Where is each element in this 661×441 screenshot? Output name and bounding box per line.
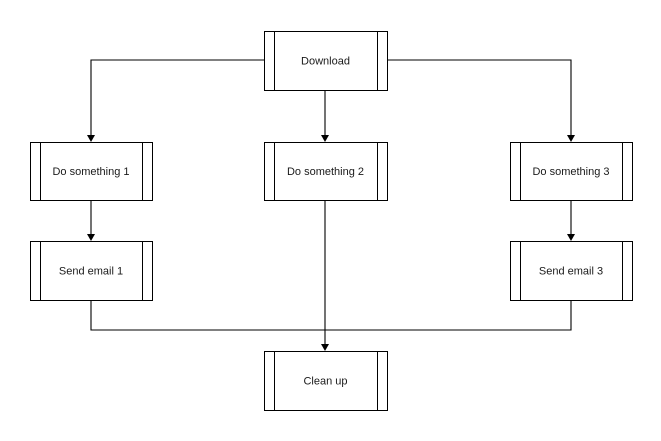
node-download[interactable]: Download <box>264 31 388 91</box>
edge-download-to-do-something-2 <box>321 90 329 142</box>
edge-download-to-do-something-1 <box>87 59 264 142</box>
node-outline <box>264 142 388 201</box>
edge-line <box>90 59 264 139</box>
node-outline <box>264 31 388 91</box>
node-outline <box>510 241 633 301</box>
node-label: Send email 1 <box>59 265 123 277</box>
node-clean-up[interactable]: Clean up <box>264 351 388 411</box>
node-label: Do something 1 <box>52 166 129 178</box>
node-outline <box>264 351 388 411</box>
edge-download-to-do-something-3 <box>387 59 575 142</box>
edge-do-something-3-to-send-email-3 <box>567 200 575 241</box>
node-label: Do something 2 <box>287 166 364 178</box>
edge-arrowhead <box>567 135 575 142</box>
node-do-something-1[interactable]: Do something 1 <box>30 142 153 201</box>
node-label: Clean up <box>303 375 347 387</box>
edge-arrowhead <box>87 234 95 241</box>
edge-line <box>387 59 572 139</box>
edge-arrowhead <box>321 344 329 351</box>
node-outline <box>510 142 633 201</box>
node-label: Do something 3 <box>532 166 609 178</box>
node-send-email-3[interactable]: Send email 3 <box>510 241 633 301</box>
edge-arrowhead <box>87 135 95 142</box>
node-do-something-3[interactable]: Do something 3 <box>510 142 633 201</box>
nodes-layer: Download Do something 1 Do something 2 Do s… <box>30 31 633 411</box>
edge-arrowhead <box>321 135 329 142</box>
node-send-email-1[interactable]: Send email 1 <box>30 241 153 301</box>
edge-send-email-3-to-clean-up <box>325 300 572 331</box>
node-label: Send email 3 <box>539 265 603 277</box>
edge-arrowhead <box>567 234 575 241</box>
edge-send-email-1-to-clean-up <box>90 300 325 331</box>
edge-do-something-2-to-clean-up <box>321 200 329 351</box>
edges-layer <box>87 59 575 351</box>
edge-do-something-1-to-send-email-1 <box>87 200 95 241</box>
edge-line <box>325 300 572 331</box>
node-label: Download <box>301 55 350 67</box>
edge-line <box>90 300 325 331</box>
node-do-something-2[interactable]: Do something 2 <box>264 142 388 201</box>
node-outline <box>30 241 153 301</box>
node-outline <box>30 142 153 201</box>
